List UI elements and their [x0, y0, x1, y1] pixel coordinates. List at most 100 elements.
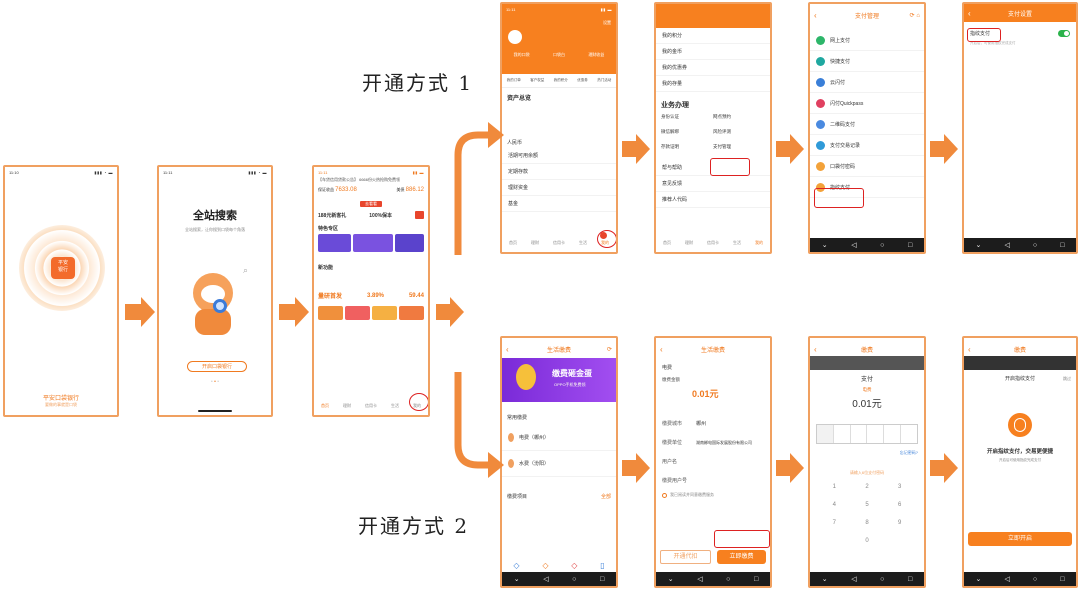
guide-title: 全站搜索: [193, 210, 237, 222]
payee-water[interactable]: 水费（汾阳）: [502, 451, 616, 477]
menu-referral[interactable]: 推荐人代码: [656, 192, 770, 208]
feature-value-mid[interactable]: 3.89%: [366, 292, 384, 299]
grid-wechat[interactable]: 微信解绑: [661, 129, 679, 134]
grid-deposit[interactable]: 存款证明: [661, 144, 679, 149]
assets-item-fund[interactable]: 基金: [502, 196, 616, 212]
online-pay-icon: [816, 35, 825, 45]
assets-title[interactable]: 资产总览: [507, 96, 532, 102]
tab-life[interactable]: 生活: [391, 403, 399, 408]
header-icons[interactable]: ⟳ ⌂: [909, 12, 920, 19]
nav-down-icon[interactable]: ⌄: [821, 242, 828, 249]
all-items-link[interactable]: 全部: [600, 494, 611, 500]
pay-fingerprint[interactable]: 指纹支付: [810, 177, 924, 198]
auto-debit-button[interactable]: 开通代扣: [660, 550, 711, 564]
modal-title: 开启指纹支付: [1004, 376, 1035, 382]
menu-feedback[interactable]: 意见反馈: [656, 176, 770, 192]
fingerprint-setting-label: 指纹支付: [970, 31, 991, 37]
tab-credit[interactable]: 信用卡: [365, 403, 377, 408]
egg-banner[interactable]: 缴费砸金蛋 OPPO手机免费领: [502, 358, 616, 402]
settings-link[interactable]: 设置: [603, 20, 611, 25]
grid-identity[interactable]: 身份认证: [661, 114, 679, 119]
pay-online[interactable]: 网上支付: [810, 30, 924, 51]
assets-item-wealth[interactable]: 理财资金: [502, 180, 616, 196]
home-notice[interactable]: 【车贷信用贷款公告】 6666份火热抢购免费领: [318, 177, 401, 182]
tab-home[interactable]: 首页: [321, 403, 329, 408]
grid-payment-mgmt[interactable]: 支付管理: [713, 144, 731, 149]
payee-electricity[interactable]: 电费（郴州）: [502, 425, 616, 451]
pay-type: 电费: [862, 387, 872, 392]
life-header: ‹生活缴费⟳: [502, 342, 616, 356]
key-2[interactable]: 2: [865, 484, 869, 490]
pay-records[interactable]: 支付交易记录: [810, 135, 924, 156]
key-6[interactable]: 6: [897, 502, 902, 508]
pay-qrcode[interactable]: 二维码支付: [810, 114, 924, 135]
icon-my-pocket[interactable]: 我的口袋: [513, 52, 530, 57]
business-section-title: 业务办理: [661, 102, 689, 109]
agree-checkbox[interactable]: [662, 492, 667, 498]
special-card-1[interactable]: [318, 234, 352, 252]
gas-icon[interactable]: ◇: [571, 561, 578, 570]
promo-guaranteed[interactable]: 100%保本: [369, 212, 393, 219]
nav-back-icon[interactable]: ◁: [851, 242, 857, 249]
icon-pocket-white[interactable]: 口袋白: [552, 52, 565, 57]
key-4[interactable]: 4: [832, 502, 836, 508]
key-3[interactable]: 3: [897, 484, 902, 490]
assets-item-fixed[interactable]: 定期存款: [502, 164, 616, 180]
currency-label: 人民币: [507, 140, 523, 146]
screen-business: 我的积分 我的金币 我的优惠券 我的存量 业务办理 身份认证 网点预约 微信解绑…: [654, 2, 772, 254]
pay-password[interactable]: 口袋付密码: [810, 156, 924, 177]
skip-link[interactable]: 跳过: [1063, 375, 1071, 381]
nav-home-icon[interactable]: ○: [880, 241, 885, 249]
key-0[interactable]: 0: [865, 538, 869, 544]
feature-value-left[interactable]: 量研首发: [318, 294, 343, 300]
key-8[interactable]: 8: [865, 520, 869, 526]
grid-risk[interactable]: 风险评测: [713, 129, 731, 134]
key-5[interactable]: 5: [865, 502, 869, 508]
menu-coupons[interactable]: 我的优惠券: [656, 60, 770, 76]
business-grid: 身份认证 网点预约 微信解绑 风险评测 存款证明 支付管理: [656, 114, 770, 150]
pay-quick[interactable]: 快捷支付: [810, 51, 924, 72]
electric-icon[interactable]: ◇: [542, 561, 549, 570]
feature-value-right[interactable]: 59.44: [408, 292, 424, 299]
page-dots: • • •: [210, 379, 220, 385]
menu-points[interactable]: 我的积分: [656, 28, 770, 44]
nav-recent-icon[interactable]: □: [907, 241, 913, 249]
fingerprint-toggle[interactable]: [1058, 30, 1070, 37]
metric-2[interactable]: 美债 886.12: [396, 187, 424, 193]
pay-now-button[interactable]: 立即缴费: [717, 550, 766, 564]
back-icon[interactable]: ‹: [814, 10, 817, 20]
back-icon[interactable]: ‹: [968, 8, 971, 18]
key-1[interactable]: 1: [832, 484, 836, 490]
fingerprint-icon: [816, 182, 825, 192]
metric-1[interactable]: 保证收益 7633.08: [318, 187, 357, 193]
menu-stock[interactable]: 我的存量: [656, 76, 770, 92]
avatar[interactable]: [508, 30, 522, 44]
menu-coins[interactable]: 我的金币: [656, 44, 770, 60]
branch-down: [454, 372, 490, 469]
highlight-payment-mgmt: [710, 158, 750, 176]
pay-cloud[interactable]: 云闪付: [810, 72, 924, 93]
payment-header: ‹ 支付管理 ⟳ ⌂: [810, 8, 924, 22]
android-nav: ⌄◁○□: [964, 238, 1076, 252]
key-9[interactable]: 9: [897, 520, 902, 526]
enter-bank-button[interactable]: 开启口袋银行: [187, 361, 247, 372]
pay-quickpass[interactable]: 闪付Quickpass: [810, 93, 924, 114]
promo-badge[interactable]: 去看看: [360, 201, 382, 207]
gift-icon: [414, 211, 424, 219]
enable-now-button[interactable]: 立即开启: [968, 532, 1072, 546]
city-value: 郴州: [696, 421, 707, 427]
password-boxes[interactable]: [816, 424, 918, 444]
icon-earnings[interactable]: 理财收益: [588, 52, 605, 57]
forgot-password-link[interactable]: 忘记密码?: [899, 450, 918, 455]
grid-branch[interactable]: 网点预约: [713, 114, 731, 119]
water-icon[interactable]: ◇: [513, 561, 520, 570]
branch-arrows: [454, 122, 504, 478]
phone-icon[interactable]: ▯: [600, 561, 605, 570]
promo-newcomer[interactable]: 188元新客礼: [318, 212, 347, 219]
assets-item-current[interactable]: 活期可用余额: [502, 148, 616, 164]
label-method-2: 开通方式 2: [358, 514, 470, 538]
special-card-3[interactable]: [394, 234, 424, 252]
special-card-2[interactable]: [353, 234, 393, 252]
tab-wealth[interactable]: 理财: [343, 403, 351, 408]
key-7[interactable]: 7: [832, 520, 836, 526]
